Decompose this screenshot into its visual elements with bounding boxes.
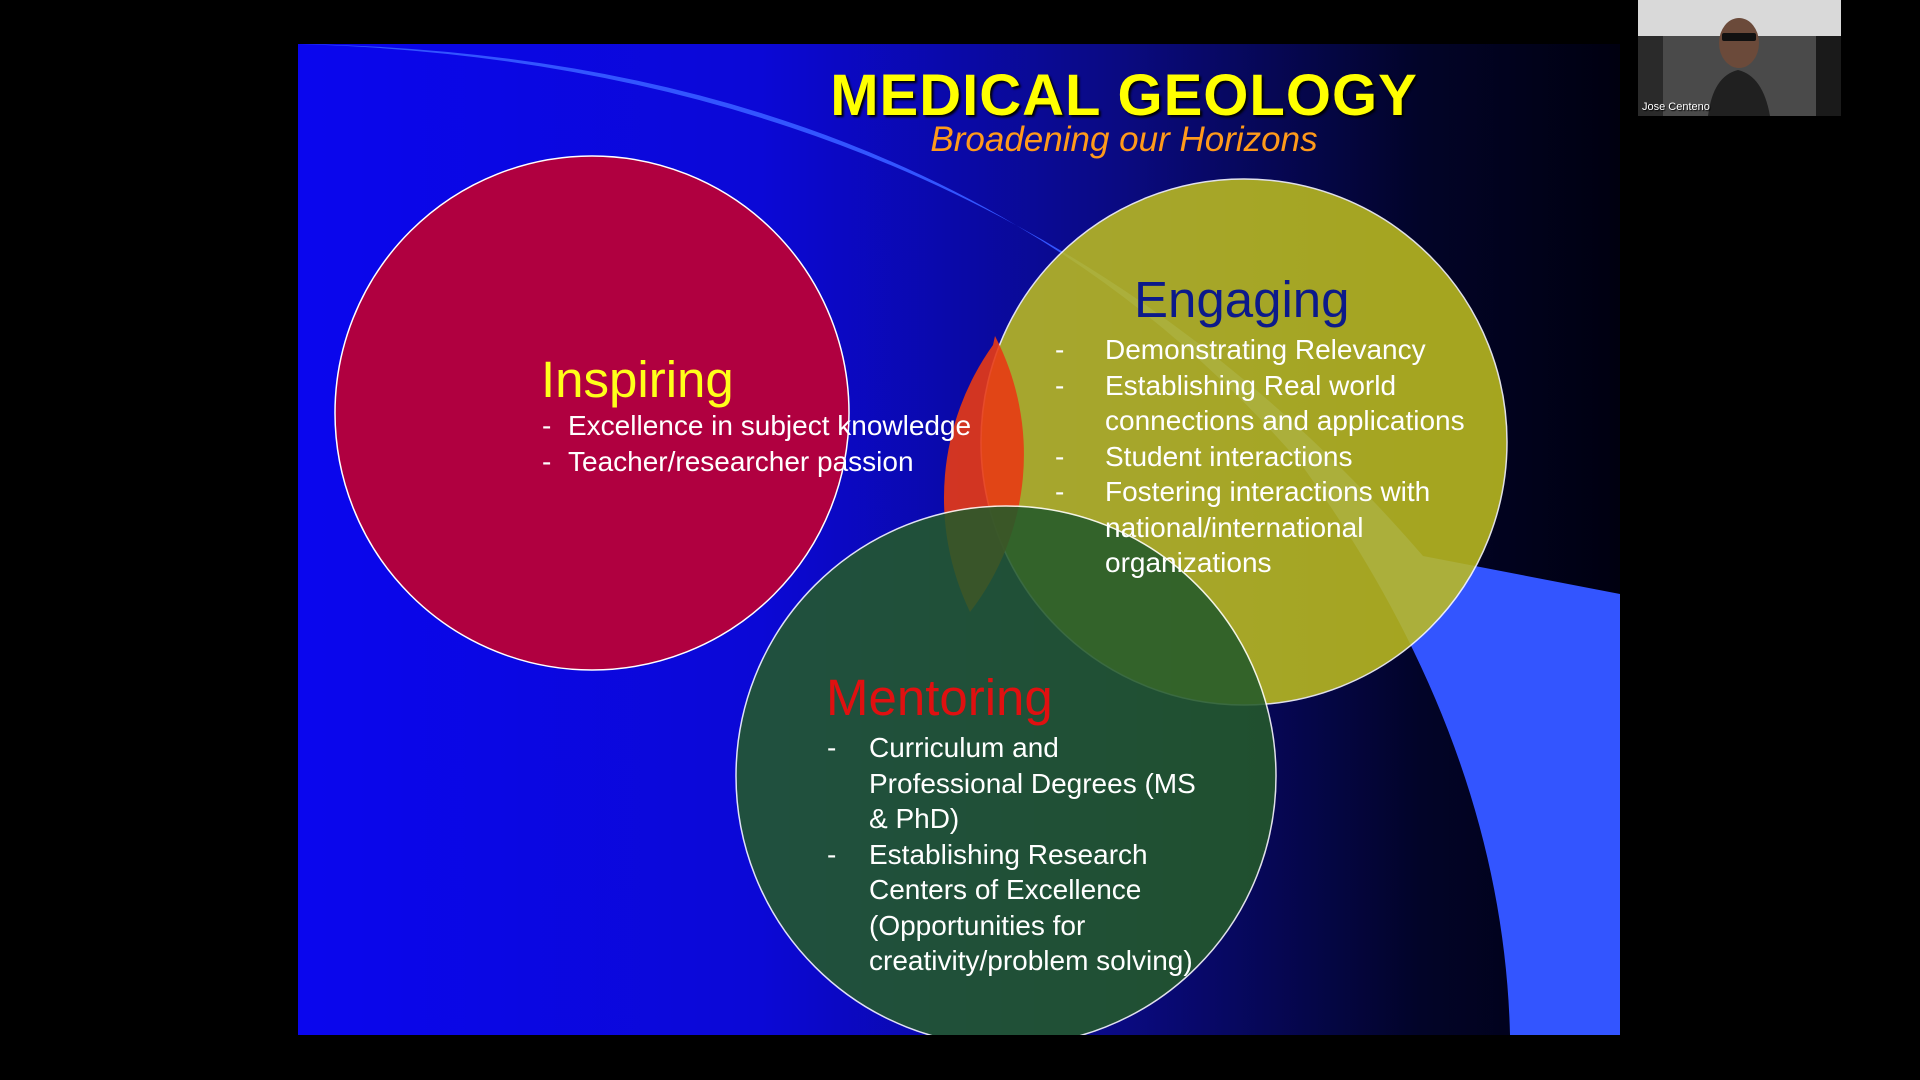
participant-video-feed (1638, 0, 1841, 116)
list-item: Demonstrating Relevancy (1055, 332, 1485, 368)
list-item: Student interactions (1055, 439, 1485, 475)
list-item: Establishing Real world connections and … (1055, 368, 1485, 439)
engaging-list: Demonstrating Relevancy Establishing Rea… (1055, 332, 1485, 581)
participant-name: Jose Centeno (1642, 101, 1710, 113)
list-item: Teacher/researcher passion (542, 444, 1022, 480)
heading-mentoring: Mentoring (826, 669, 1053, 726)
inspiring-list: Excellence in subject knowledge Teacher/… (542, 408, 1022, 479)
list-item: Fostering interactions with national/int… (1055, 474, 1485, 581)
heading-inspiring: Inspiring (541, 351, 734, 408)
list-item: Excellence in subject knowledge (542, 408, 1022, 444)
list-item: Establishing Research Centers of Excelle… (827, 837, 1217, 979)
list-item: Curriculum and Professional Degrees (MS … (827, 730, 1217, 837)
slide-subtitle: Broadening our Horizons (930, 120, 1318, 159)
presentation-slide: MEDICAL GEOLOGY Broadening our Horizons … (298, 44, 1620, 1035)
participant-video-tile[interactable]: Jose Centeno (1638, 0, 1841, 116)
heading-engaging: Engaging (1134, 271, 1350, 328)
mentoring-list: Curriculum and Professional Degrees (MS … (827, 730, 1217, 979)
slide-title: MEDICAL GEOLOGY (830, 63, 1418, 128)
